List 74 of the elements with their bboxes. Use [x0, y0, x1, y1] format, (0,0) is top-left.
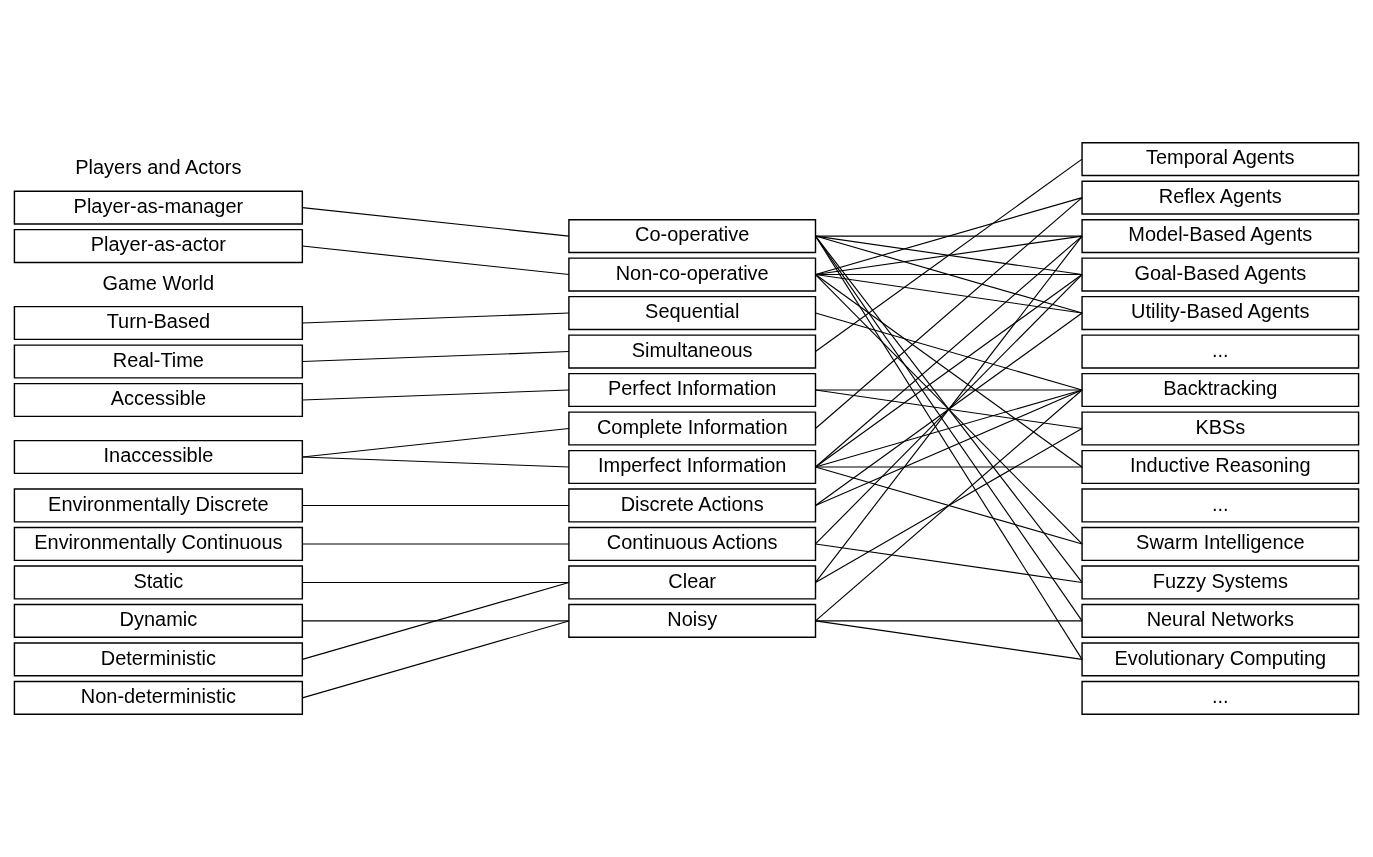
node-box: Non-co-operative: [568, 257, 817, 292]
connector: [814, 389, 1083, 468]
node-box: Environmentally Continuous: [13, 526, 304, 562]
connector: [301, 543, 570, 545]
connector: [814, 466, 1083, 545]
label: Players and Actors: [75, 156, 242, 179]
node-box: Co-operative: [568, 218, 817, 254]
node-box: Utility-Based Agents: [1081, 295, 1360, 331]
connector: [814, 543, 1083, 584]
node-box: Simultaneous: [568, 334, 817, 369]
node-box: Imperfect Information: [568, 449, 817, 485]
node-box: Dynamic: [13, 603, 304, 639]
connector: [814, 427, 1083, 584]
node-box: ...: [1081, 334, 1360, 369]
node-box: Environmentally Discrete: [13, 488, 304, 523]
connector: [814, 197, 1083, 430]
node-box: Clear: [568, 565, 817, 600]
connector: [814, 620, 1083, 622]
node-box: ...: [1081, 680, 1360, 715]
node-box: Static: [13, 565, 304, 600]
connector: [814, 235, 1083, 468]
node-box: Sequential: [568, 295, 817, 331]
connector: [814, 389, 1083, 391]
node-box: Swarm Intelligence: [1081, 526, 1360, 562]
connector: [814, 274, 1083, 314]
node-box: Non-deterministic: [13, 680, 304, 715]
connector: [301, 389, 570, 401]
node-box: Perfect Information: [568, 372, 817, 408]
connector: [814, 274, 1083, 468]
connector: [814, 312, 1083, 391]
connector: [301, 581, 570, 660]
connector: [301, 350, 570, 363]
node-box: Temporal Agents: [1081, 142, 1360, 177]
node-box: Goal-Based Agents: [1081, 257, 1360, 292]
node-box: Noisy: [568, 603, 817, 639]
node-box: Continuous Actions: [568, 526, 817, 562]
node-box: KBSs: [1081, 411, 1360, 446]
connector: [814, 389, 1083, 622]
node-box: Neural Networks: [1081, 603, 1360, 639]
node-box: ...: [1081, 488, 1360, 523]
connector: [814, 274, 1083, 545]
connector: [814, 158, 1083, 353]
node-box: Deterministic: [13, 642, 304, 677]
connector: [814, 235, 1083, 276]
node-box: Evolutionary Computing: [1081, 642, 1360, 677]
connector: [814, 235, 1083, 237]
connector: [301, 620, 570, 699]
node-box: Accessible: [13, 382, 304, 418]
connector: [301, 620, 570, 622]
connector: [301, 245, 570, 276]
node-box: Discrete Actions: [568, 488, 817, 523]
connector: [814, 235, 1083, 314]
node-box: Player-as-actor: [13, 228, 304, 264]
connector: [814, 389, 1083, 430]
node-box: Inductive Reasoning: [1081, 449, 1360, 485]
connector: [301, 312, 570, 324]
connector: [814, 197, 1083, 276]
connector: [814, 466, 1083, 468]
node-box: Turn-Based: [13, 305, 304, 341]
node-box: Fuzzy Systems: [1081, 565, 1360, 600]
connector: [301, 456, 570, 468]
node-box: Reflex Agents: [1081, 180, 1360, 215]
node-box: Complete Information: [568, 411, 817, 446]
label: Game World: [102, 271, 215, 294]
node-box: Model-Based Agents: [1081, 218, 1360, 254]
node-box: Player-as-manager: [13, 190, 304, 225]
connector: [814, 312, 1083, 507]
connector: [301, 504, 570, 507]
node-box: Backtracking: [1081, 372, 1360, 408]
node-box: Real-Time: [13, 344, 304, 379]
connector: [814, 620, 1083, 660]
node-box: Inaccessible: [13, 439, 304, 475]
connector: [814, 389, 1083, 507]
connector: [301, 207, 570, 237]
